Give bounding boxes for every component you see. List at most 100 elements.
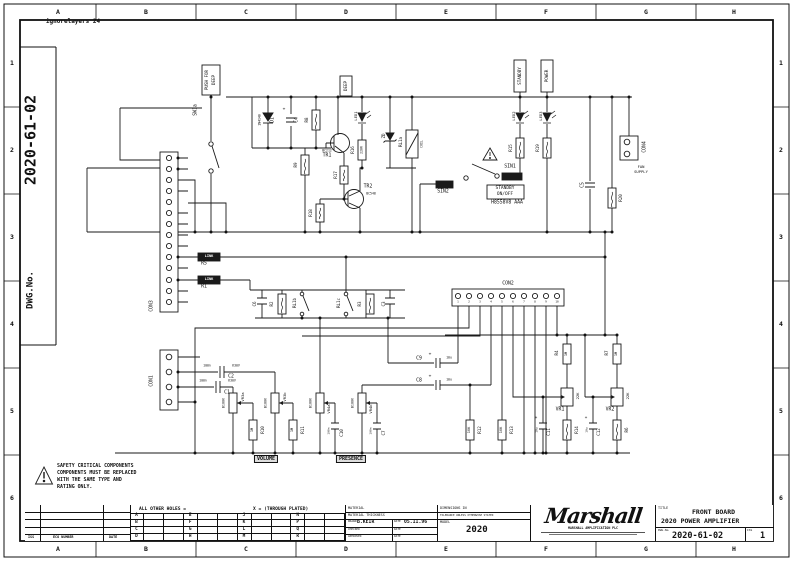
hole-empty-cell	[217, 527, 238, 534]
component-label: STANDBY	[516, 67, 522, 85]
hole-empty-cell	[197, 527, 218, 534]
sin1-pad	[501, 172, 523, 181]
component-label: ON/OFF	[496, 191, 514, 197]
component-label: 10	[555, 299, 559, 304]
rl1c-contact	[343, 291, 349, 317]
hole-letter-cell: N	[291, 513, 306, 520]
component-label: B100K	[350, 397, 355, 409]
hole-letter-cell: R	[291, 534, 306, 541]
row-number: 5	[10, 407, 14, 415]
hole-empty-cell	[325, 513, 345, 520]
hole-letter-cell: K	[237, 520, 252, 527]
hole-empty-cell	[251, 520, 272, 527]
deep-box	[339, 75, 353, 97]
hole-empty-cell	[217, 520, 238, 527]
junction-dots	[176, 95, 631, 455]
component-label: RL1c	[335, 297, 341, 309]
d1-diode	[262, 112, 274, 124]
component-label: RL1b	[291, 297, 297, 309]
component-label: LINK	[204, 254, 214, 259]
hole-letter-cell: G	[183, 527, 198, 534]
row-number: 5	[779, 407, 783, 415]
holes-header-left: ALL OTHER HOLES =	[139, 506, 187, 512]
hole-empty-cell	[197, 520, 218, 527]
con2-connector	[451, 288, 565, 307]
column-letter: D	[344, 8, 348, 16]
component-label: 10K	[499, 426, 504, 434]
hole-letter-cell: D	[130, 534, 144, 541]
component-label: R16	[349, 146, 355, 154]
hole-empty-cell	[251, 527, 272, 534]
component-label: 8	[534, 299, 536, 304]
component-label: ZD	[380, 133, 386, 139]
component-label: R8	[303, 117, 309, 123]
model-value: 2020	[466, 525, 488, 535]
hole-empty-cell	[144, 527, 164, 534]
hole-empty-cell	[305, 520, 326, 527]
component-label: PRESENCE	[335, 455, 367, 463]
safety-note-line: WITH THE SAME TYPE AND	[57, 477, 122, 484]
component-label: LED1	[353, 111, 359, 121]
component-label: C10	[338, 429, 344, 437]
component-label: 5	[501, 299, 503, 304]
component-label: C2	[228, 374, 234, 380]
led1	[357, 110, 372, 124]
component-label: TR2	[363, 184, 373, 190]
component-label: BC212	[322, 148, 332, 153]
component-label: 22K	[575, 392, 581, 400]
component-label: LED2	[511, 111, 517, 121]
component-label: C9	[416, 356, 422, 362]
rl1a-relay-coil	[405, 129, 419, 159]
hole-letter-cell: L	[237, 527, 252, 534]
hole-empty-cell	[251, 534, 272, 541]
title-block: TITLE FRONT BOARD 2020 POWER AMPLIFIER D…	[655, 505, 774, 541]
con1-connector	[159, 349, 179, 411]
component-label: COIL	[419, 140, 424, 148]
hole-empty-cell	[164, 520, 184, 527]
standby-onoff-box	[486, 184, 525, 200]
component-label: 1M	[564, 351, 569, 357]
column-letter: F	[544, 8, 548, 16]
hole-letter-cell: B	[130, 520, 144, 527]
row-number: 3	[10, 233, 14, 241]
row-number: 6	[779, 494, 783, 502]
hole-empty-cell	[325, 534, 345, 541]
title-line2: 2020 POWER AMPLIFIER	[661, 517, 740, 525]
hole-empty-cell	[164, 527, 184, 534]
safety-note-line: SAFETY CRITICAL COMPONENTS	[57, 463, 134, 469]
component-label: STANDBY	[495, 185, 515, 191]
component-label: C8	[416, 378, 422, 384]
hole-empty-cell	[305, 513, 326, 520]
zd-zener-diode	[383, 132, 397, 143]
title-iss-label: ISS	[747, 527, 753, 532]
component-label: C6	[251, 301, 257, 307]
component-label: BC548	[366, 191, 376, 196]
outer-border	[3, 3, 790, 558]
checked-label: CHECKED	[348, 526, 360, 531]
row-number: 1	[10, 59, 14, 67]
safety-note-line: RATING ONLY.	[57, 484, 93, 491]
component-label: C12	[595, 428, 601, 436]
component-label: +	[534, 414, 538, 420]
approved-label: APPROVED	[348, 533, 362, 538]
brand-address-line	[541, 531, 645, 533]
push-for-deep-box	[201, 64, 221, 96]
column-letter: C	[244, 8, 248, 16]
component-label: VR3b	[282, 392, 288, 402]
hole-letter-cell: H	[183, 534, 198, 541]
component-label: R19	[534, 144, 540, 152]
component-label: R9	[292, 162, 298, 168]
component-label: 10u	[446, 377, 452, 382]
component-label: R15	[507, 144, 513, 152]
date-column-label: DATE	[109, 535, 118, 539]
component-label: R4	[553, 350, 559, 356]
column-letter: C	[244, 545, 248, 553]
warning-triangle-safety	[34, 465, 54, 485]
row-number: 6	[10, 494, 14, 502]
component-label: +	[428, 373, 432, 379]
brand-block: Marshall MARSHALL AMPLIFICATION PLC	[530, 503, 655, 541]
row-number: 4	[10, 320, 14, 328]
component-label: TR1	[322, 153, 332, 159]
component-label: D1	[270, 117, 276, 123]
